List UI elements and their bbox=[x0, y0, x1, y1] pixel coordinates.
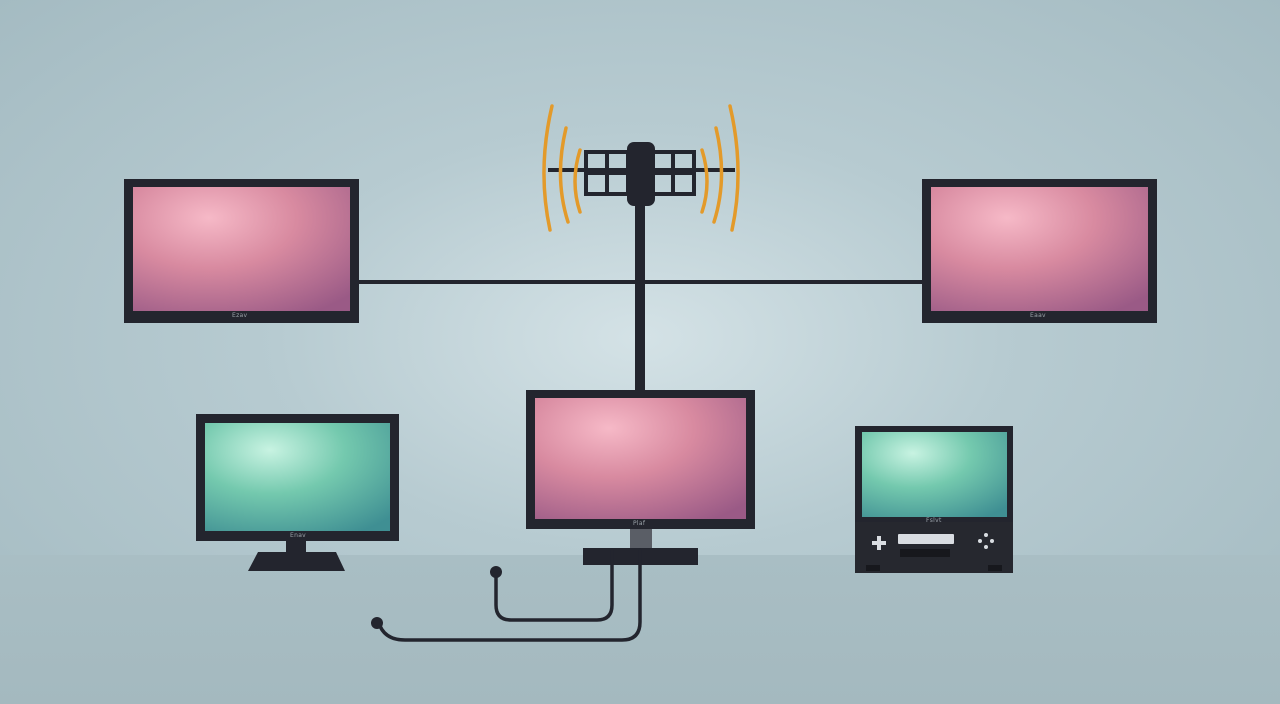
brand-label: Eaav bbox=[1030, 312, 1046, 319]
cable-plug-icon bbox=[490, 566, 502, 578]
tv-top-left bbox=[124, 179, 359, 323]
brand-label: Fslvt bbox=[926, 517, 942, 524]
brand-label: Ezav bbox=[232, 312, 248, 319]
cable-plug-icon bbox=[378, 548, 642, 642]
brand-label: Plaf bbox=[633, 520, 646, 527]
receiver-bottom-right bbox=[855, 426, 1013, 573]
cable-plug-icon bbox=[371, 617, 383, 629]
tv-center bbox=[526, 390, 755, 565]
dpad-icon bbox=[872, 536, 886, 550]
monitor-bottom-left bbox=[196, 414, 399, 571]
tv-top-right bbox=[922, 179, 1157, 323]
brand-label: Enav bbox=[290, 532, 307, 539]
signal-waves-icon bbox=[542, 104, 740, 232]
antenna-icon bbox=[548, 142, 735, 206]
